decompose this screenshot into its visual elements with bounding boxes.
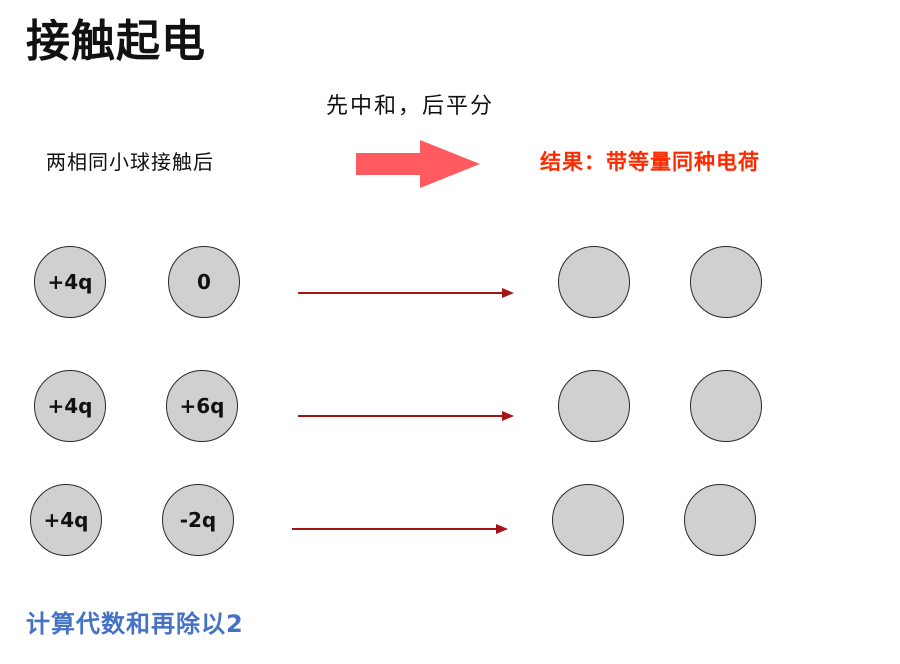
ball-before-a: +4q xyxy=(34,246,106,318)
ball-before-b: 0 xyxy=(168,246,240,318)
ball-before-b: +6q xyxy=(166,370,238,442)
row-arrow-icon xyxy=(292,524,508,534)
ball-after-a xyxy=(552,484,624,556)
ball-before-a: +4q xyxy=(30,484,102,556)
ball-after-b xyxy=(684,484,756,556)
row-arrow-icon xyxy=(298,288,514,298)
slide-title: 接触起电 xyxy=(26,16,206,67)
ball-before-a: +4q xyxy=(34,370,106,442)
ball-after-a xyxy=(558,370,630,442)
big-right-arrow-icon xyxy=(356,140,480,188)
row-arrow-icon xyxy=(298,411,514,421)
ball-after-b xyxy=(690,370,762,442)
ball-after-b xyxy=(690,246,762,318)
process-note: 先中和，后平分 xyxy=(326,94,495,119)
footer-formula-note: 计算代数和再除以2 xyxy=(26,610,244,638)
result-label: 结果：带等量同种电荷 xyxy=(540,150,760,174)
ball-before-b: -2q xyxy=(162,484,234,556)
before-contact-label: 两相同小球接触后 xyxy=(46,150,214,174)
ball-after-a xyxy=(558,246,630,318)
